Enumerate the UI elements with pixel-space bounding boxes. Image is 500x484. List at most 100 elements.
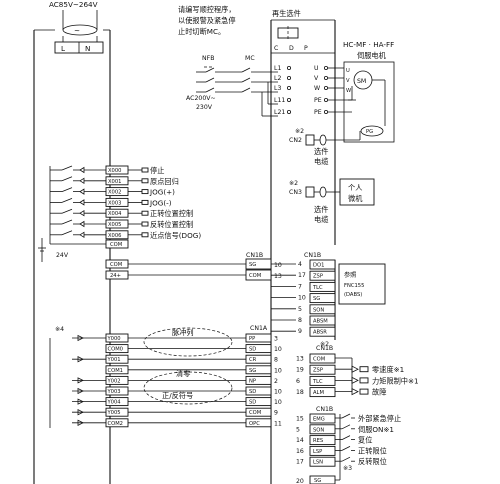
cn1a-signal <box>245 386 272 396</box>
cn1b-right-pin: 8 <box>298 317 302 324</box>
nfb-contact-icon <box>205 77 215 83</box>
output-transistor-icon <box>77 377 84 384</box>
input-function-label: 原点回归 <box>150 177 179 186</box>
nfb-contact-icon <box>205 87 215 93</box>
status-diode-icon <box>351 376 359 385</box>
mc-contact-icon <box>241 67 251 73</box>
input-switch-contact <box>61 176 73 182</box>
cn1b-ctrl-pin: 17 <box>296 459 304 466</box>
cn1b-right-signal-name: DO1 <box>313 263 324 269</box>
cn1b-right-signal-name: ABSR <box>313 330 327 336</box>
cn1b-right-signal <box>309 270 336 281</box>
input-switch-contact <box>61 208 73 214</box>
cn1b-right-signal-name: SON <box>313 307 324 313</box>
output-transistor-icon <box>77 409 84 416</box>
cn1b-ctrl-signal-name: LSP <box>313 449 322 455</box>
input-sensor-icon <box>141 199 149 205</box>
cn1b-right-signal-name: TLC <box>312 285 323 291</box>
cn1b-com-name: COM <box>249 273 261 279</box>
cn1b-right-label: CN1B <box>304 252 321 259</box>
terminal-screw-icon <box>323 76 328 81</box>
motor-label: SM <box>357 78 366 85</box>
output-terminal-label: COM0 <box>108 347 123 353</box>
cn1b-ctrl-pin: 16 <box>296 448 304 455</box>
mc-contact-icon <box>241 77 251 83</box>
cn1a-pin: 10 <box>274 389 282 396</box>
operation-note-line2: 以使报警及紧急停 <box>178 16 236 25</box>
terminal-screw-icon <box>286 66 291 71</box>
cn1b-right-signal <box>309 326 336 337</box>
input-function-label: 反转位置控制 <box>150 220 193 229</box>
terminal-screw-icon <box>323 66 328 71</box>
cn1a-pin: 10 <box>274 367 282 374</box>
cn1b-right-pin: 7 <box>298 283 302 290</box>
cn1b-top-connector: CN1B SG 10 COM 13 <box>245 252 282 281</box>
input-terminal-label: X005 <box>108 222 121 228</box>
cn1b-status-pin: 13 <box>296 356 304 363</box>
ctrl-label: 复位 <box>358 436 372 445</box>
nfb-label: NFB <box>202 55 214 62</box>
regen-title: 再生选件 <box>272 9 301 18</box>
cn2-connector: ※2 CN2 选件 电缆 <box>289 128 361 166</box>
cn1b-right-signal <box>309 293 336 304</box>
mc-label: MC <box>245 55 255 62</box>
input-switch-contact <box>61 198 73 203</box>
status-diode-icon <box>351 387 359 396</box>
cn1a-signal-name: OPC <box>249 421 260 427</box>
regen-p: P <box>304 45 308 52</box>
direction-label: 正/反符号 <box>162 391 193 400</box>
cn1a-signal-name: SG <box>249 368 256 374</box>
cn1a-signal <box>245 375 272 385</box>
input-sensor-icon <box>141 167 149 173</box>
status-label: 故障 <box>372 388 386 397</box>
operation-note-line3: 止时切断MC。 <box>178 27 225 36</box>
output-transistor-icon <box>77 356 84 363</box>
input-switch-contact <box>61 219 73 225</box>
cn1a-signal <box>245 344 272 354</box>
input-switch-contact <box>61 230 73 236</box>
cn1b-right-pin: 17 <box>298 272 306 279</box>
ref-label-3: (DABS) <box>344 292 362 298</box>
input-diode-icon <box>79 166 85 174</box>
input-sensor-icon <box>141 232 149 238</box>
status-relay-icon <box>359 366 369 373</box>
cn1a-signal <box>245 407 272 417</box>
status-relay-icon <box>359 377 369 384</box>
cn1b-status-signal <box>309 387 336 398</box>
plc-com-terminal: COM <box>110 262 122 268</box>
svg-text:~: ~ <box>74 26 80 35</box>
cn1b-status-pin: 6 <box>296 378 300 385</box>
output-terminal-label: COM1 <box>108 368 123 374</box>
ref-label-2: FNC155 <box>344 283 364 289</box>
cable-section: 脉冲列 清零 正/反符号 <box>143 327 233 405</box>
regen-option: 再生选件 C D P <box>271 9 335 54</box>
terminal-screw-icon <box>286 98 291 103</box>
note-2a: ※2 <box>295 128 304 135</box>
pc-box <box>339 178 375 206</box>
ctrl-label: 伺服ON※1 <box>358 425 394 434</box>
amp-output-terminal: PE <box>314 109 322 116</box>
cn1b-status-pin: 19 <box>296 367 304 374</box>
plc-24plus-terminal: 24+ <box>110 273 121 279</box>
cn1b-ctrl-signal <box>309 424 336 435</box>
cn1b-ctrl-pin: 5 <box>296 426 300 433</box>
input-switch-contact <box>61 187 73 192</box>
cn1b-right-signal-name: ABSM <box>313 319 328 325</box>
cn1a-pin: 10 <box>274 399 282 406</box>
terminal-screw-icon <box>323 86 328 91</box>
output-terminal-label: Y005 <box>107 410 121 416</box>
ac-supply-symbol <box>62 24 98 36</box>
output-transistor-icon <box>77 334 84 342</box>
cn1a-pin: 9 <box>274 410 278 417</box>
ctrl-label: 外部紧急停止 <box>358 414 401 423</box>
cn1b-status-signal-name: ZSP <box>313 368 323 374</box>
encoder-label: PG <box>366 129 373 135</box>
output-terminal-label: Y003 <box>107 389 121 395</box>
sg-pin: 20 <box>296 478 304 484</box>
amp-output-terminal: W <box>314 85 320 92</box>
